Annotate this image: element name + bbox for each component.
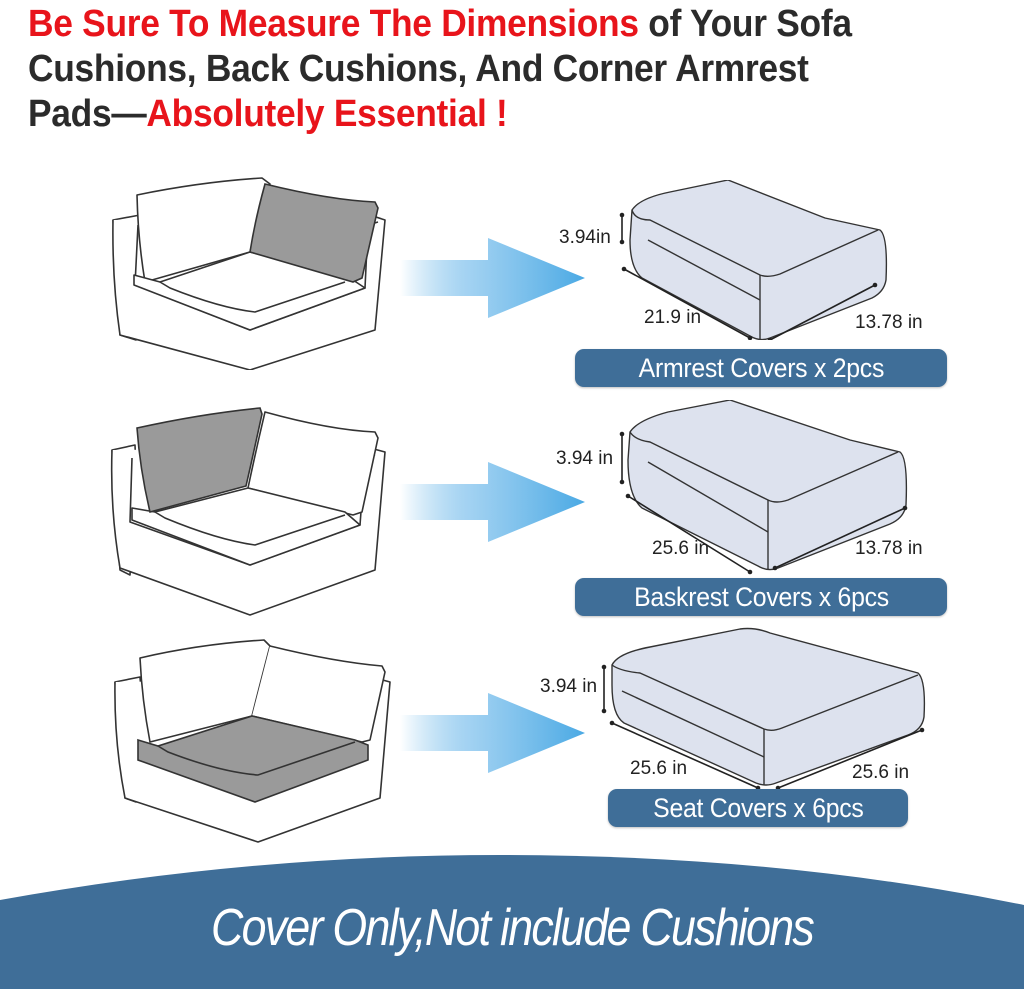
label-pill-seat: Seat Covers x 6pcs — [608, 789, 908, 827]
sofa-illustration-seat — [114, 639, 391, 843]
sofa-illustration-backrest — [110, 407, 386, 616]
headline-red-1: Be Sure To Measure The Dimensions — [28, 3, 639, 45]
headline-line-2: Cushions, Back Cushions, And Corner Armr… — [28, 48, 809, 90]
arrow-icon — [400, 238, 585, 318]
dimension-height: 3.94 in — [540, 676, 598, 697]
cushion-diagram-seat — [601, 627, 926, 790]
dimension-width: 25.6 in — [852, 762, 910, 783]
headline-dark-1: of Your Sofa — [638, 3, 852, 45]
dimension-width: 13.78 in — [855, 538, 923, 559]
headline-line-3: Pads—Absolutely Essential ! — [28, 92, 949, 137]
dimension-width: 13.78 in — [855, 312, 923, 333]
label-pill-armrest: Armrest Covers x 2pcs — [575, 349, 947, 387]
headline-dark-3: Pads— — [28, 93, 147, 135]
footer-notice: Cover Only,Not include Cushions — [210, 899, 815, 957]
cushion-diagram-backrest — [619, 400, 908, 575]
sofa-illustration-armrest — [112, 177, 386, 370]
highlighted-cushion — [136, 407, 263, 513]
highlighted-cushion — [249, 183, 379, 283]
footer-banner-shape — [0, 855, 1024, 989]
headline-red-3: Absolutely Essential ! — [146, 93, 508, 135]
highlighted-cushion — [137, 715, 369, 803]
arrow-icon — [400, 693, 585, 773]
dimension-height: 3.94in — [559, 227, 611, 248]
dimension-height: 3.94 in — [556, 448, 614, 469]
dimension-length: 25.6 in — [630, 758, 688, 779]
dimension-length: 21.9 in — [644, 307, 702, 328]
label-pill-backrest: Baskrest Covers x 6pcs — [575, 578, 947, 616]
dimension-length: 25.6 in — [652, 538, 710, 559]
headline-line-1: Be Sure To Measure The Dimensions of You… — [28, 2, 949, 47]
headline: Be Sure To Measure The Dimensions of You… — [28, 2, 949, 137]
arrow-icon — [400, 462, 585, 542]
cushion-diagram-armrest — [619, 180, 888, 340]
